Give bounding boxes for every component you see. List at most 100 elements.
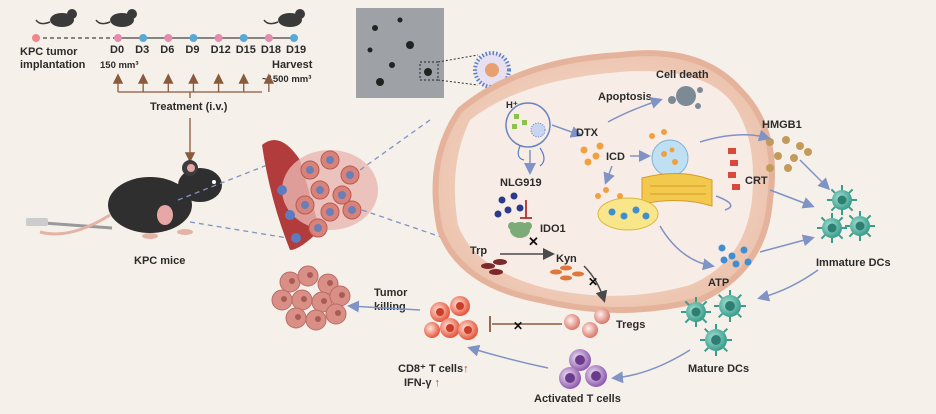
ido1-enzyme-icon [508, 222, 532, 238]
day-label: D12 [211, 44, 231, 56]
dendrite [848, 206, 854, 212]
dendrite [866, 232, 872, 238]
treatment-arrows [112, 73, 275, 92]
day-marker-dot [164, 34, 173, 42]
hmgb1-particle [784, 164, 792, 172]
day-label: D19 [286, 44, 306, 56]
dendrite [830, 206, 836, 212]
implantation-label-2: implantation [20, 59, 86, 71]
dendrite [723, 327, 729, 333]
treg-cluster [564, 308, 610, 338]
circulating-nanoparticle [277, 185, 287, 195]
trp-label: Trp [470, 245, 487, 257]
harvest-label: Harvest [272, 59, 313, 71]
day-marker-dot [264, 34, 273, 42]
kyn-label: Kyn [556, 253, 577, 265]
dendrite [820, 234, 826, 240]
dendrite [820, 216, 826, 222]
activated-t-cells-label: Activated T cells [534, 393, 621, 405]
dendrite [838, 234, 844, 240]
implantation-dot [32, 34, 40, 42]
dendrite [717, 293, 723, 299]
day-marker-dot [114, 34, 122, 42]
mature-dcs-label: Mature DCs [688, 363, 749, 375]
hmgb1-icons [766, 136, 812, 172]
tumor-cell-nucleus [326, 208, 334, 216]
tumor-cell-nucleus [338, 191, 346, 199]
cell-death-label: Cell death [656, 69, 709, 81]
nlg919-dots [494, 192, 524, 218]
crt-icon [728, 148, 740, 190]
tumor-cell-nucleus [346, 171, 354, 179]
tumor-cell-nucleus [316, 186, 324, 194]
cd8-t-cell-cluster [424, 296, 478, 340]
cd8-text: CD8⁺ T cells [398, 363, 463, 375]
dendritic-cell-nucleus [855, 221, 865, 231]
ifn-increase-arrow: ↑ [435, 377, 441, 389]
day-marker-dot [189, 34, 198, 42]
dendritic-cell-nucleus [691, 307, 701, 317]
atp-icon [718, 244, 752, 268]
cd8-increase-arrow: ↑ [463, 363, 469, 375]
start-volume: 150 mm³ [100, 60, 139, 71]
dendritic-cell-nucleus [837, 195, 847, 205]
dendrite [737, 313, 743, 319]
day-marker-dot [239, 34, 248, 42]
circulating-nanoparticle [285, 210, 295, 220]
day-markers [114, 34, 298, 42]
tumor-killing-label-1: Tumor [374, 287, 408, 299]
cd8-label: CD8⁺ T cells↑ [398, 363, 469, 375]
immature-dcs-label: Immature DCs [816, 257, 891, 269]
dtx-label: DTX [576, 127, 599, 139]
dendrite [702, 300, 708, 306]
day-marker-dot [139, 34, 148, 42]
dendritic-cell-nucleus [827, 223, 837, 233]
dead-tumor-cell-fragment [281, 296, 287, 302]
killed-tumor-tissue [271, 265, 351, 331]
mature-dc-cluster [681, 290, 746, 356]
hmgb1-particle [790, 154, 798, 162]
dead-tumor-cell-fragment [339, 292, 345, 298]
mitochondria-icon [597, 197, 659, 231]
icd-label: ICD [606, 151, 625, 163]
ifn-label: IFN-γ↑ [404, 377, 440, 389]
tumor-cell-nucleus [314, 224, 322, 232]
dendrite [866, 214, 872, 220]
tumor-cell-nucleus [301, 201, 309, 209]
ifn-text: IFN-γ [404, 377, 432, 389]
dendrite [702, 318, 708, 324]
endosome-icon [505, 102, 551, 148]
dendrite [703, 327, 709, 333]
nucleus-icon [651, 139, 689, 177]
apoptosis-label: Apoptosis [598, 91, 652, 103]
dendrite [684, 300, 690, 306]
block-x-icon: ✕ [528, 234, 539, 249]
nanoparticle-icon [473, 51, 511, 89]
trp-icon [481, 259, 507, 275]
dendrite [703, 347, 709, 353]
crt-label: CRT [745, 175, 768, 187]
treatment-label: Treatment (i.v.) [150, 101, 228, 113]
tumor-cell-nucleus [306, 166, 314, 174]
dendrite [838, 216, 844, 222]
dead-tumor-cell-fragment [327, 280, 333, 286]
nlg919-label: NLG919 [500, 177, 542, 189]
hmgb1-particle [766, 164, 774, 172]
dendrite [830, 188, 836, 194]
dead-cell-icon [668, 86, 703, 109]
activated-t-cell-cluster [559, 349, 607, 389]
dendrite [848, 188, 854, 194]
day-label: D0 [110, 44, 124, 56]
er-icon [641, 172, 713, 207]
dendrite [848, 214, 854, 220]
tumor-killing-label-2: killing [374, 301, 406, 313]
hmgb1-particle [766, 138, 774, 146]
dead-tumor-cell-fragment [289, 278, 295, 284]
block-x-icon: ✕ [513, 319, 523, 333]
dead-tumor-cell-fragment [321, 298, 327, 304]
dendrite [684, 318, 690, 324]
tumor-cell-nucleus [326, 156, 334, 164]
mouse-label: KPC mice [134, 255, 185, 267]
